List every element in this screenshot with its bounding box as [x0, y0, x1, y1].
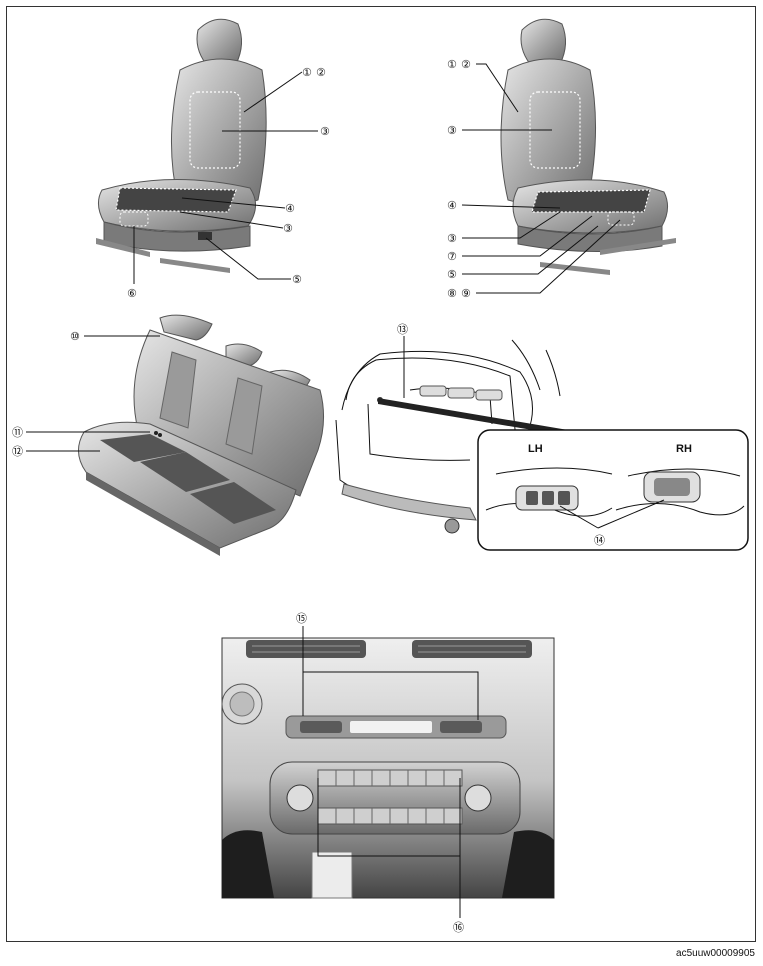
inset-lh-label: LH [528, 443, 543, 455]
callout-5-front-left: ⑤ [292, 273, 302, 286]
callout-9-front-right: ⑨ [461, 287, 471, 300]
dashboard-photo [221, 637, 555, 899]
callout-13: ⑬ [397, 323, 408, 336]
rear-seat [78, 314, 324, 556]
callout-11-rear: ⑪ [12, 426, 23, 439]
callout-3-front-left-back: ③ [320, 125, 330, 138]
inset-rh-label: RH [676, 443, 692, 455]
callout-10-rear: ⑩ [70, 330, 80, 343]
dashboard-leaders [302, 626, 479, 918]
callout-5-front-right: ⑤ [447, 268, 457, 281]
callout-8-front-right: ⑧ [447, 287, 457, 300]
callout-14: ⑭ [594, 534, 605, 547]
callout-2-front-right: ② [461, 58, 471, 71]
front-right-leaders [461, 63, 621, 294]
callout-2-front-left: ② [316, 66, 326, 79]
front-seat-left [96, 18, 267, 273]
front-left-leaders [133, 71, 318, 284]
callout-3-front-right-back: ③ [447, 124, 457, 137]
callout-6-front-left: ⑥ [127, 287, 137, 300]
front-seat-right [500, 18, 676, 275]
callout-4-front-right: ④ [447, 199, 457, 212]
callout-12-rear: ⑫ [12, 445, 23, 458]
vehicle-rear-outline [335, 339, 568, 534]
callout-4-front-left: ④ [285, 202, 295, 215]
callout-7-front-right: ⑦ [447, 250, 457, 263]
callout-16: ⑯ [453, 921, 464, 934]
image-id: ac5uuw00009905 [676, 948, 755, 959]
lever-inset [477, 429, 749, 551]
rear-seat-leaders [26, 335, 160, 452]
callout-15: ⑮ [296, 612, 307, 625]
callout-3-front-left-cushion: ③ [283, 222, 293, 235]
callout-1-front-left: ① [302, 66, 312, 79]
callout-1-front-right: ① [447, 58, 457, 71]
callout-3-front-right-cushion: ③ [447, 232, 457, 245]
